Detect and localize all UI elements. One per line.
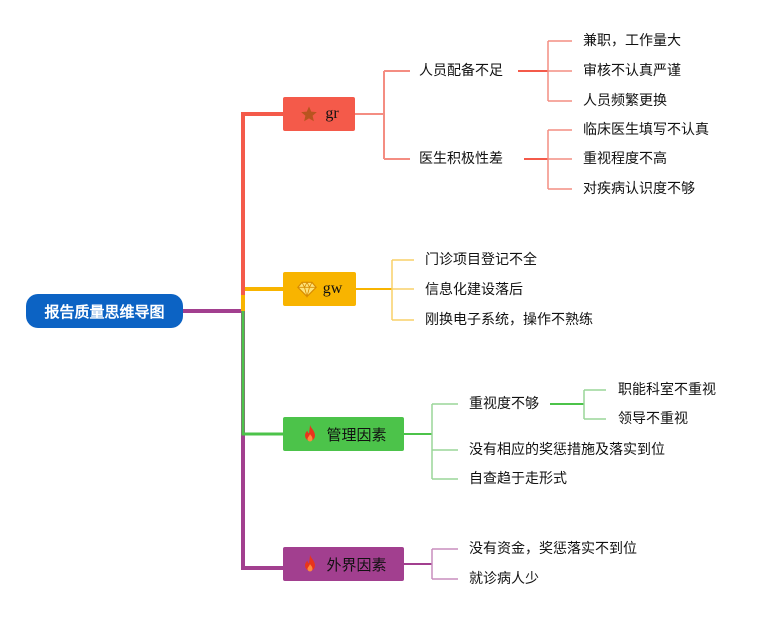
subtopic-node[interactable]: 人员频繁更换 [583,93,667,109]
subtopic-node[interactable]: 审核不认真严谨 [583,63,681,79]
topic-node[interactable]: 就诊病人少 [469,571,539,587]
subtopic-node[interactable]: 兼职，工作量大 [583,33,681,49]
branch-node-external[interactable]: 外界因素 [283,547,404,581]
star-icon [299,104,319,124]
subtopic-node[interactable]: 重视程度不高 [583,151,667,167]
topic-node[interactable]: 没有资金，奖惩落实不到位 [469,541,637,557]
branch-node-management[interactable]: 管理因素 [283,417,404,451]
root-node[interactable]: 报告质量思维导图 [26,294,183,328]
branch-label: 管理因素 [326,425,387,444]
topic-node[interactable]: 门诊项目登记不全 [425,252,537,268]
subtopic-node[interactable]: 对疾病认识度不够 [583,181,695,197]
topic-node[interactable]: 刚换电子系统，操作不熟练 [425,312,593,328]
diamond-icon [296,279,317,299]
fire-icon [300,424,320,444]
branch-node-gw[interactable]: gw [283,272,356,306]
topic-node[interactable]: 自查趋于走形式 [469,471,567,487]
topic-node[interactable]: 医生积极性差 [419,151,503,167]
branch-label: 外界因素 [326,555,387,574]
branch-label: gr [325,105,339,122]
branch-label: gw [322,280,343,297]
topic-node[interactable]: 没有相应的奖惩措施及落实到位 [469,442,665,458]
subtopic-node[interactable]: 领导不重视 [618,411,688,427]
root-label: 报告质量思维导图 [44,302,165,321]
subtopic-node[interactable]: 职能科室不重视 [618,382,716,398]
topic-node[interactable]: 信息化建设落后 [425,282,523,298]
subtopic-node[interactable]: 临床医生填写不认真 [583,122,709,138]
fire-icon [300,554,320,574]
branch-node-gr[interactable]: gr [283,97,355,131]
topic-node[interactable]: 重视度不够 [469,396,539,412]
topic-node[interactable]: 人员配备不足 [419,63,503,79]
